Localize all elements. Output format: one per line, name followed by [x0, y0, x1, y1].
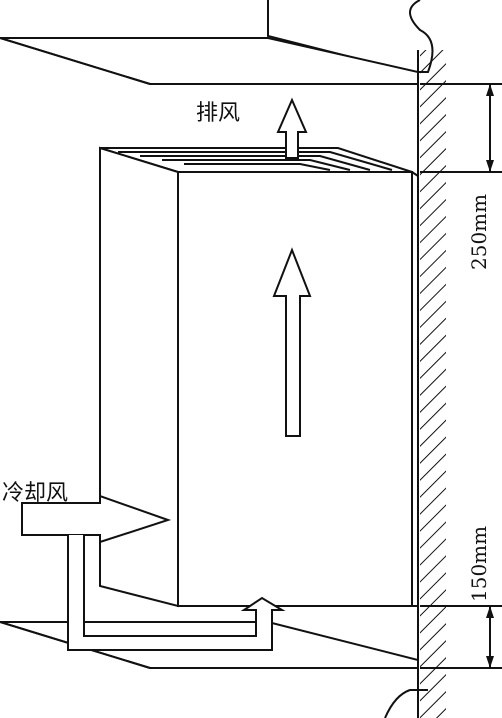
dim-bottom-label: 150mm: [467, 526, 491, 602]
exhaust-label: 排风: [196, 101, 240, 126]
dimension-top: [420, 83, 502, 173]
cooling-label: 冷却风: [2, 481, 68, 506]
wall-break-bottom: [384, 689, 428, 718]
wall-break-top: [267, 0, 434, 73]
cooling-duct-path: [67, 535, 286, 651]
dim-top-label: 250mm: [467, 194, 491, 270]
internal-airflow-arrow: [272, 247, 312, 437]
top-plate-edge: [0, 37, 151, 85]
exhaust-arrow: [276, 97, 308, 159]
cooling-air-arrow: [21, 494, 172, 544]
top-plate: [0, 37, 419, 85]
top-vent-slots: [118, 151, 393, 171]
dimension-bottom: [420, 605, 502, 669]
device-back-edge: [411, 171, 419, 177]
wall-hatch: [420, 50, 446, 718]
